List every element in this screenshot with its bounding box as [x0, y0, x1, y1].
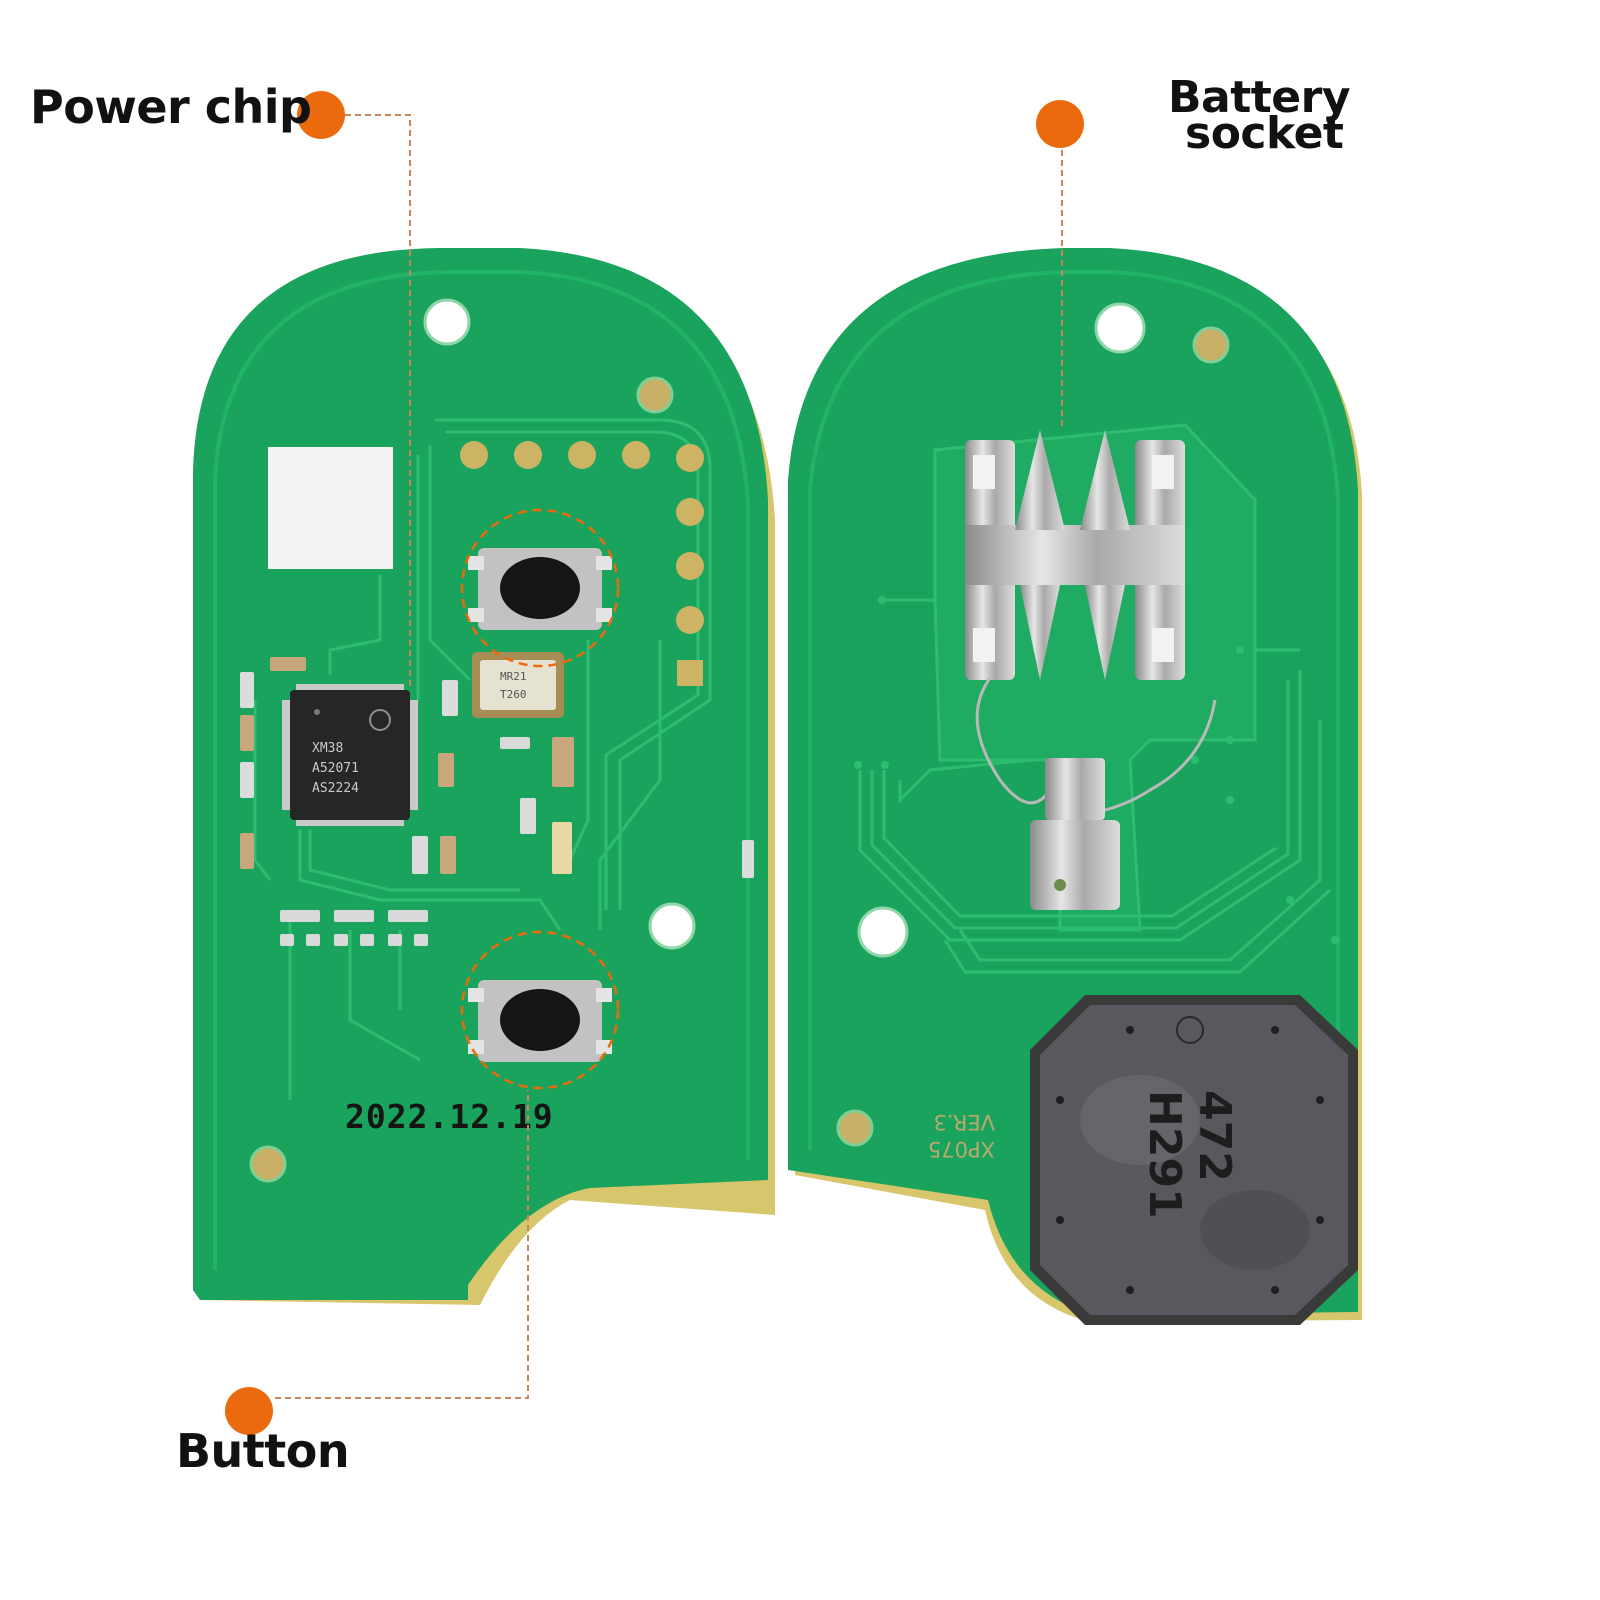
- white-label: [268, 447, 393, 569]
- battery-label-line-1: Battery: [1168, 72, 1351, 123]
- button-highlight-circle: [460, 508, 620, 668]
- silkscreen-2: VER.3: [933, 1110, 995, 1134]
- tactile-button-icon: [460, 508, 620, 668]
- callout-label-power-chip: Power chip: [30, 80, 312, 134]
- header-pads: [460, 441, 704, 686]
- callout-label-battery-socket: Battery socket: [1168, 72, 1351, 160]
- callout-label-button: Button: [176, 1424, 350, 1478]
- date-print: 2022.12.19: [345, 1097, 554, 1136]
- callout-dot-icon: [225, 1387, 273, 1435]
- pcb-front: XM38 A52071 AS2224 MR21 T260: [193, 248, 775, 1305]
- tactile-button-icon: [460, 930, 620, 1090]
- leader-power-chip: [345, 114, 411, 690]
- chip-marking-3: AS2224: [312, 781, 359, 796]
- coil-icon: 472 H291: [1030, 995, 1358, 1325]
- leader-button: [275, 1090, 529, 1399]
- passive-components: [240, 657, 754, 946]
- coil-marking-1: 472: [1189, 1090, 1240, 1182]
- pcb-front-body: [193, 248, 768, 1300]
- callout-dot-icon: [297, 91, 345, 139]
- back-traces: [858, 598, 1332, 974]
- battery-contact: [975, 677, 1217, 910]
- front-traces: [253, 418, 712, 1100]
- battery-clip-icon: [965, 430, 1185, 680]
- chip-marking-1: XM38: [312, 741, 343, 756]
- battery-label-line-2: socket: [1185, 108, 1344, 160]
- silkscreen-1: XP075: [928, 1137, 995, 1161]
- coil-marking-2: H291: [1139, 1090, 1190, 1219]
- crystal-marking-2: T260: [500, 688, 527, 701]
- crystal-marking-1: MR21: [500, 670, 527, 683]
- back-silkscreen: XP075 VER.3: [928, 1110, 995, 1161]
- crystal: MR21 T260: [472, 652, 564, 718]
- pcb-back: XP075 VER.3 472 H291: [788, 248, 1362, 1325]
- button-highlight-circle: [460, 930, 620, 1090]
- main-chip: XM38 A52071 AS2224: [282, 684, 418, 826]
- chip-marking-2: A52071: [312, 761, 359, 776]
- callout-leaders: [275, 114, 1063, 1399]
- callout-dot-icon: [1036, 100, 1084, 148]
